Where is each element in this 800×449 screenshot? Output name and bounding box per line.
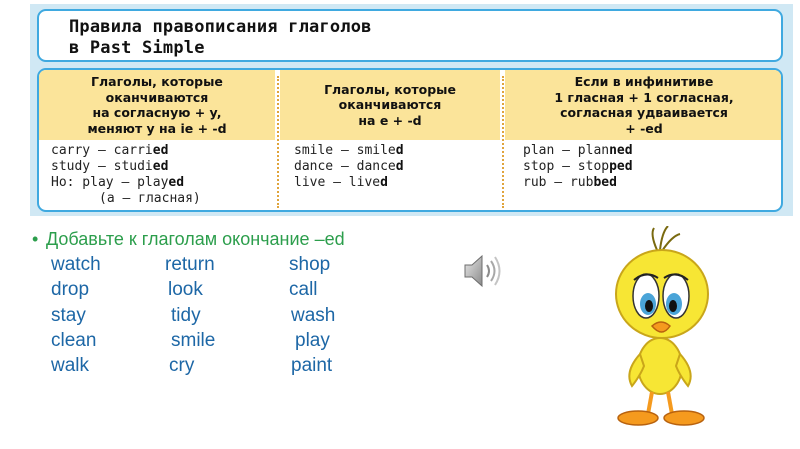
- rules-panel: Правила правописания глаголов в Past Sim…: [30, 4, 793, 216]
- rule-column-y-to-ie: Глаголы, которые оканчиваются на согласн…: [39, 70, 275, 210]
- word-item: walk: [51, 355, 90, 376]
- rule-header: Если в инфинитиве 1 гласная + 1 согласна…: [505, 70, 781, 140]
- word-item: drop: [51, 279, 90, 300]
- word-item: call: [289, 279, 318, 300]
- task-text: Добавьте к глаголам окончание –ed: [46, 229, 345, 249]
- column-divider: [277, 76, 279, 208]
- example-row: plan — planned: [523, 143, 633, 158]
- rule-examples: carry — carried study — studied Ho: play…: [39, 140, 275, 210]
- rule-examples: plan — planned stop — stopped rub — rubb…: [505, 140, 781, 210]
- example-row: stop — stopped: [523, 159, 633, 174]
- yellow-bird-illustration: [602, 225, 732, 436]
- rules-title: Правила правописания глаголов в Past Sim…: [69, 17, 372, 58]
- word-item: paint: [291, 355, 333, 376]
- word-item: tidy: [171, 305, 201, 326]
- rule-column-e-plus-d: Глаголы, которые оканчиваются на e + -d …: [280, 70, 500, 210]
- word-item: cry: [169, 355, 195, 376]
- title-box: Правила правописания глаголов в Past Sim…: [37, 9, 783, 62]
- example-note: (a — гласная): [99, 191, 201, 206]
- rule-examples: smile — smiled dance — danced live — liv…: [280, 140, 500, 210]
- example-row: Ho: play — played: [51, 175, 185, 190]
- example-row: carry — carried: [51, 143, 169, 158]
- task-instruction: • Добавьте к глаголам окончание –ed: [32, 229, 345, 250]
- bullet: •: [32, 229, 39, 249]
- example-row: dance — danced: [294, 159, 404, 174]
- word-item: return: [165, 254, 215, 275]
- speaker-icon[interactable]: [462, 252, 504, 295]
- example-row: smile — smiled: [294, 143, 404, 158]
- example-row: study — studied: [51, 159, 169, 174]
- rule-header: Глаголы, которые оканчиваются на e + -d: [280, 70, 500, 140]
- column-divider: [502, 76, 504, 208]
- rule-header: Глаголы, которые оканчиваются на согласн…: [39, 70, 275, 140]
- example-row: live — lived: [294, 175, 388, 190]
- word-item: stay: [51, 305, 86, 326]
- rule-column-double-consonant: Если в инфинитиве 1 гласная + 1 согласна…: [505, 70, 781, 210]
- word-item: watch: [51, 254, 101, 275]
- word-item: wash: [291, 305, 336, 326]
- word-item: clean: [51, 330, 97, 351]
- example-row: rub — rubbed: [523, 175, 617, 190]
- word-item: shop: [289, 254, 331, 275]
- rules-table: Глаголы, которые оканчиваются на согласн…: [37, 68, 783, 212]
- word-item: play: [295, 330, 330, 351]
- word-item: smile: [171, 330, 216, 351]
- word-item: look: [168, 279, 203, 300]
